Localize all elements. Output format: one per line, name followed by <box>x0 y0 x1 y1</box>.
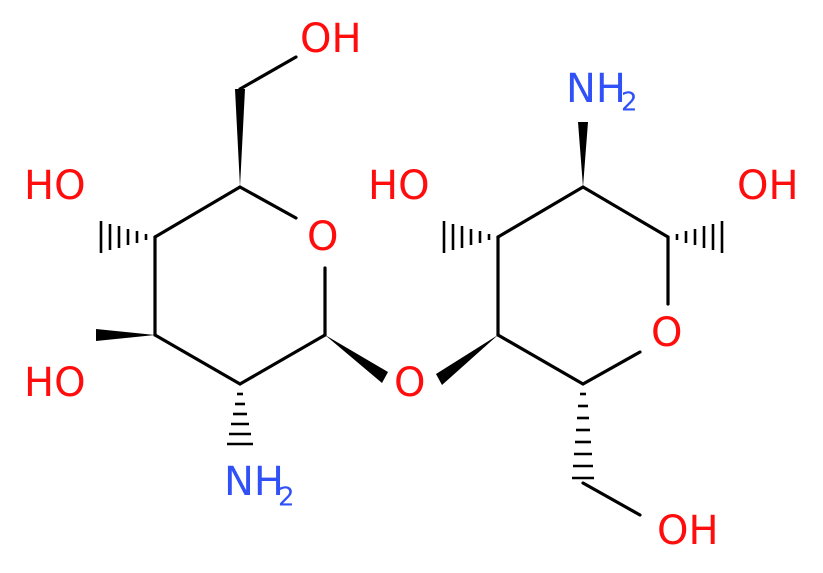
wedge-c2p-nh2 <box>578 122 588 187</box>
label-nh2-left: NH <box>224 459 284 505</box>
right-ring-bonds <box>496 185 670 517</box>
hash-c4-oh <box>99 221 148 253</box>
bond-c3p-c2p <box>496 185 585 239</box>
atom-labels: OH HO O HO NH 2 O HO NH 2 OH O OH <box>24 16 799 554</box>
label-oh-top-left: OH <box>300 16 362 62</box>
label-ho-left-lower: HO <box>24 360 86 406</box>
label-nh2-left-subscript: 2 <box>278 483 295 513</box>
wedge-c3-oh <box>96 329 155 341</box>
right-ring-stereo <box>436 122 724 480</box>
bond-c2p-c1p <box>581 185 670 239</box>
bond-c1-c2 <box>238 333 327 386</box>
label-o-glycosidic: O <box>394 360 425 406</box>
hash-c2-nh2 <box>227 392 253 446</box>
bond-c6p-o6p <box>581 481 642 517</box>
wedge-c5-c6 <box>235 89 245 187</box>
bond-c6-o6 <box>238 55 298 91</box>
label-nh2-right: NH <box>566 66 626 112</box>
bond-c5-o1 <box>238 185 298 220</box>
wedge-c1-oglyc <box>325 335 388 383</box>
wedge-c4p-oglyc <box>436 335 498 385</box>
bond-c2-c3 <box>153 333 242 386</box>
hash-c5p-c6p <box>572 392 594 480</box>
bond-c5p-c4p <box>496 333 585 386</box>
left-ring-stereo <box>96 89 388 446</box>
label-ho-left-upper: HO <box>24 163 86 209</box>
hash-c1p-oh <box>675 221 724 253</box>
label-ho-right: HO <box>368 163 430 209</box>
bond-o5p-c5p <box>581 350 642 386</box>
label-o-ring-left: O <box>307 214 338 260</box>
label-nh2-right-subscript: 2 <box>621 88 638 118</box>
left-ring-bonds <box>153 55 327 386</box>
hash-c3p-oh <box>442 221 491 253</box>
bond-c4-c5 <box>153 185 242 239</box>
label-o-ring-right: O <box>651 310 682 356</box>
label-oh-bottom-right: OH <box>657 508 719 554</box>
label-oh-right: OH <box>737 163 799 209</box>
